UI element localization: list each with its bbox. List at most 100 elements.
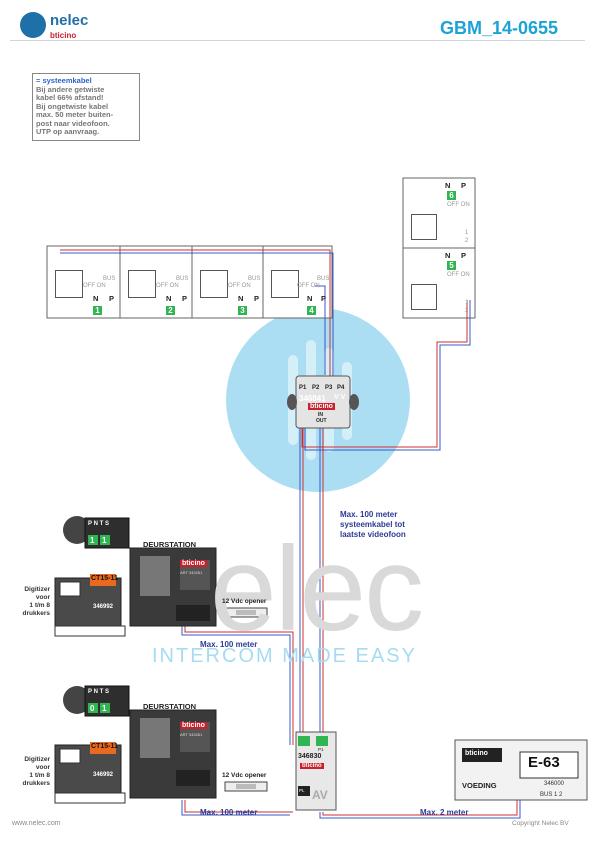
footer-copyright: Copyright Nelec BV: [512, 820, 569, 827]
distance-label: Max. 100 meter: [200, 808, 258, 817]
watermark-word: elec: [210, 522, 424, 656]
terminal-one: 1: [465, 230, 469, 236]
switch-label: OFF ON: [228, 283, 251, 289]
jumper-header: N: [93, 689, 98, 695]
digitizer-line: Digitizer: [24, 586, 50, 593]
n-label: N: [93, 294, 99, 303]
digitizer-label: Digitizer voor 1 t/m 8 drukkers: [4, 756, 50, 788]
ct-label: CT15-11: [91, 743, 118, 750]
n-label: N: [445, 251, 451, 260]
interface-code: 346830: [298, 753, 322, 760]
monitor-unit: BUS OFF ON N P 3: [192, 246, 263, 318]
jumper-header: S: [104, 689, 109, 695]
digitizer-line: 1 t/m 8: [29, 772, 50, 779]
interface-brand: bticino: [300, 763, 324, 769]
p-label: P: [254, 294, 260, 303]
bus-label: BUS: [103, 276, 116, 282]
power-supply-box: [454, 739, 588, 801]
digitizer-code: 346992: [93, 604, 114, 610]
jumper-panel-2: [63, 685, 130, 717]
cable-note-line: Max. 100 meter: [340, 510, 398, 519]
switch-label: OFF ON: [447, 202, 470, 208]
jumper-header: S: [104, 521, 109, 527]
p-label: P: [461, 251, 467, 260]
digitizer-line: Digitizer: [24, 756, 50, 763]
header-divider: [10, 40, 585, 41]
door-station-brand: bticino: [180, 560, 207, 567]
interface-box: [295, 731, 337, 811]
n-label: N: [445, 181, 451, 190]
jumper-panel-1: [63, 516, 130, 549]
cable-note: Max. 100 meter systeemkabel tot laatste …: [340, 510, 406, 540]
digitizer-line: drukkers: [22, 610, 50, 617]
door-opener-1: [224, 607, 268, 618]
monitor-column-units: N P 6 OFF ON 1 2 N P 5 OFF ON 1 2: [403, 178, 475, 318]
switch-label: OFF ON: [297, 283, 320, 289]
logo-sub: bticino: [50, 31, 77, 40]
monitor-number: 3: [238, 306, 247, 315]
legend-line: Bij andere getwiste: [36, 84, 105, 94]
videophone-icon: [200, 270, 228, 298]
jumper-header: T: [99, 521, 104, 527]
opener-label: 12 Vdc opener: [222, 772, 267, 779]
bus-label: BUS: [176, 276, 189, 282]
digitizer-1: [54, 574, 126, 637]
port-label: P3: [325, 385, 333, 391]
monitor-unit: BUS OFF ON N P 4: [263, 246, 332, 318]
legend-line: UTP op aanvraag.: [36, 127, 100, 136]
legend-lead: = systeemkabel: [36, 76, 92, 85]
port-label: P2: [312, 385, 320, 391]
monitor-number: 4: [307, 306, 316, 315]
distance-label: Max. 100 meter: [200, 640, 258, 649]
power-model: E-63: [528, 754, 560, 771]
distributor-brand: bticino: [308, 403, 335, 410]
jumper-header: T: [99, 689, 104, 695]
power-distance: Max. 2 meter: [420, 808, 469, 817]
power-label: VOEDING: [462, 781, 497, 790]
digitizer-label: Digitizer voor 1 t/m 8 drukkers: [4, 586, 50, 618]
digitizer-line: drukkers: [22, 780, 50, 787]
jumper-header: P: [88, 521, 92, 527]
footer-url[interactable]: www.nelec.com: [12, 820, 61, 827]
legend-line: kabel 66% afstand!: [36, 93, 104, 102]
monitor-number: 5: [447, 261, 456, 270]
p-label: P: [321, 294, 327, 303]
p-label: P: [461, 181, 467, 190]
distributor-code: 346841: [299, 394, 326, 403]
door-opener-2: [224, 781, 268, 792]
page-title: GBM_14-0655: [440, 18, 559, 38]
watermark-tagline: INTERCOM MADE EASY: [152, 645, 417, 667]
monitor-number: 6: [447, 191, 456, 200]
terminal-one: 1: [465, 300, 469, 306]
door-station-art: ART 343261: [180, 732, 203, 737]
videophone-icon: [271, 270, 299, 298]
digitizer-line: 1 t/m 8: [29, 602, 50, 609]
legend-line: max. 50 meter buiten-: [36, 110, 114, 119]
monitor-number: 1: [93, 306, 102, 315]
n-label: N: [307, 294, 313, 303]
p-label: P: [182, 294, 188, 303]
videophone-icon: [411, 284, 437, 310]
logo-icon: [20, 12, 46, 38]
port-label: P4: [337, 385, 345, 391]
monitor-row-units: BUS OFF ON N P 1 BUS OFF ON N P 2 BUS OF…: [47, 246, 332, 318]
distributor-in: IN: [318, 412, 323, 418]
interface-p1: P1: [318, 747, 324, 752]
jumper-headers: P N T S: [88, 689, 109, 695]
jumper-value: 0: [90, 704, 95, 713]
distributor-box: [287, 375, 359, 429]
digitizer-line: voor: [35, 594, 50, 601]
videophone-icon: [128, 270, 156, 298]
opener-label: 12 Vdc opener: [222, 598, 267, 605]
jumper-header: P: [88, 689, 92, 695]
door-station-title: DEURSTATION: [143, 540, 197, 549]
digitizer-code: 346992: [93, 772, 114, 778]
distributor-labels: P1 P2 P3 P4 346841 V V bticino IN OUT: [296, 376, 350, 428]
terminal-two: 2: [465, 238, 469, 244]
jumper-headers: P N T S: [88, 521, 109, 527]
interface-pl: PL: [299, 788, 305, 793]
jumper-value: 1: [90, 536, 95, 545]
door-station-art: ART 343261: [180, 570, 203, 575]
digitizer-line: voor: [35, 764, 50, 771]
